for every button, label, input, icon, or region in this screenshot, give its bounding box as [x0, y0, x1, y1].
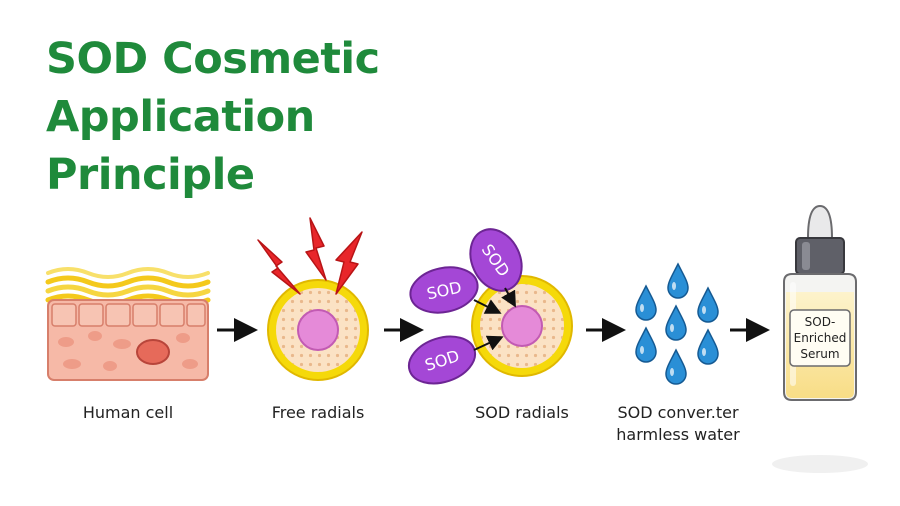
bottle-label-line: SOD-	[805, 315, 836, 329]
cell-protected	[471, 275, 573, 377]
sod-enzyme: SOD	[407, 335, 477, 385]
skin-cells	[51, 303, 206, 327]
sod-enzyme: SOD	[469, 228, 523, 292]
cell-under-attack	[267, 279, 369, 381]
diagram-title: SOD Cosmetic Application Principle	[46, 30, 380, 204]
caption-line: Human cell	[82, 403, 174, 422]
caption-line: harmless water	[616, 425, 740, 444]
drop-highlights	[640, 282, 706, 376]
step-caption-sod-radials: SOD radials	[452, 402, 592, 424]
caption-line: SOD conver.ter	[617, 403, 739, 422]
binding-arrows	[473, 287, 516, 351]
sod-enzyme: SOD	[409, 266, 479, 314]
title-line: Application	[46, 92, 315, 142]
bottle-label-line: Enriched	[794, 331, 847, 345]
skin-layer-icon	[45, 267, 211, 381]
title-line: Principle	[46, 150, 255, 200]
caption-line: Free radials	[271, 403, 365, 422]
water-drop-icon	[635, 262, 719, 385]
step-caption-free-radials: Free radials	[248, 402, 388, 424]
dropper-bottle-icon: SOD- Enriched Serum	[772, 204, 868, 473]
title-line: SOD Cosmetic	[46, 34, 380, 84]
bottle-label-line: Serum	[800, 347, 839, 361]
step-caption-harmless-water: SOD conver.ter harmless water	[598, 402, 758, 446]
cell-nucleus	[297, 309, 339, 351]
step-caption-human-cell: Human cell	[58, 402, 198, 424]
epidermis-layer	[45, 267, 211, 307]
lightning-bolt-icon	[257, 217, 363, 295]
tissue-dots	[58, 331, 198, 371]
cell-nucleus	[501, 305, 543, 347]
caption-line: SOD radials	[475, 403, 569, 422]
cell-nucleus	[136, 339, 170, 365]
